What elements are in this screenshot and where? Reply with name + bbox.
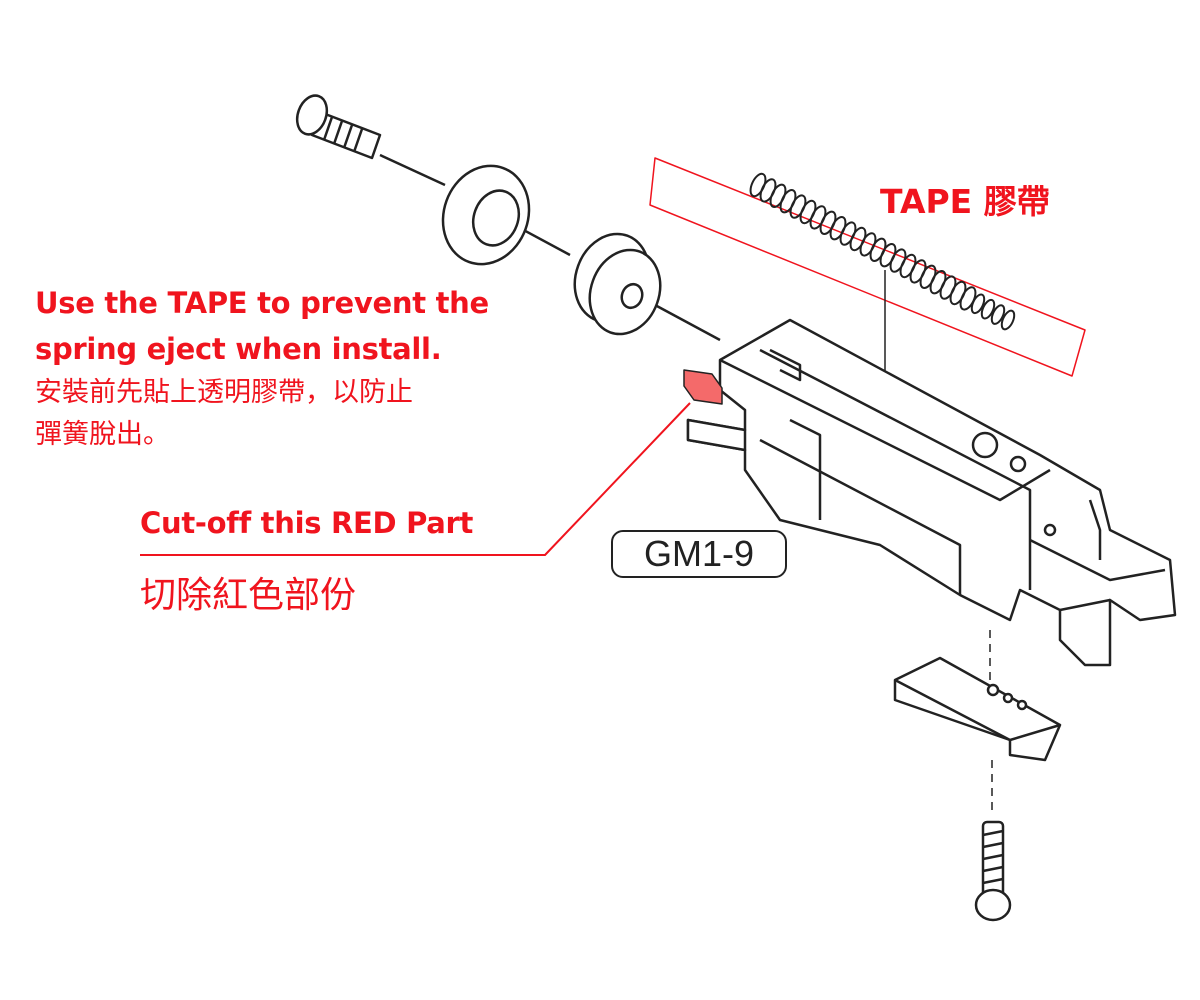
cutoff-leader-line (140, 402, 691, 556)
spring-coil (779, 189, 797, 214)
axis-line (379, 153, 446, 187)
tape-instruction: Use the TAPE to prevent the spring eject… (35, 280, 489, 456)
piston-head (573, 232, 662, 336)
spring-coil (769, 183, 787, 208)
slide-body (686, 318, 1177, 667)
spring-coil (929, 270, 947, 295)
screw-bottom (974, 820, 1012, 922)
spring-coil (879, 243, 897, 268)
spring-coil (859, 232, 877, 257)
spring-coil (990, 304, 1006, 325)
cutoff-label-cn: 切除紅色部份 (140, 575, 357, 616)
spring-coil (749, 172, 767, 198)
spring-coil (909, 259, 927, 284)
red-cutoff-part (683, 369, 723, 405)
spring-coil (980, 298, 996, 320)
spring-coil (1000, 309, 1016, 331)
instruction-cn-line-1: 安裝前先貼上透明膠帶，以防止 (35, 377, 413, 408)
spring-coil (889, 248, 907, 273)
cutoff-label: Cut-off this RED Part (140, 506, 474, 540)
spring-coil (919, 264, 937, 289)
spring-coil (819, 210, 837, 235)
spring-coil (869, 237, 887, 262)
instruction-cn-line-2: 彈簧脫出。 (35, 419, 170, 450)
instruction-en-line-2: spring eject when install. (35, 332, 442, 366)
spring-coil (970, 293, 986, 315)
part-number-badge: GM1-9 (611, 530, 787, 578)
spring-coil (839, 221, 857, 246)
tape (649, 157, 1086, 377)
spring-coil (829, 216, 847, 241)
spring-coil (949, 280, 967, 306)
washer (441, 164, 531, 266)
spring (749, 172, 1016, 331)
screw-top (295, 94, 382, 160)
spring-coil (939, 275, 957, 300)
spring-coil (759, 178, 777, 203)
tape-label: TAPE 膠帶 (880, 182, 1050, 221)
bottom-plate (893, 656, 1062, 762)
spring-coil (789, 194, 807, 219)
axis-line (654, 303, 721, 342)
instruction-en-line-1: Use the TAPE to prevent the (35, 286, 489, 320)
